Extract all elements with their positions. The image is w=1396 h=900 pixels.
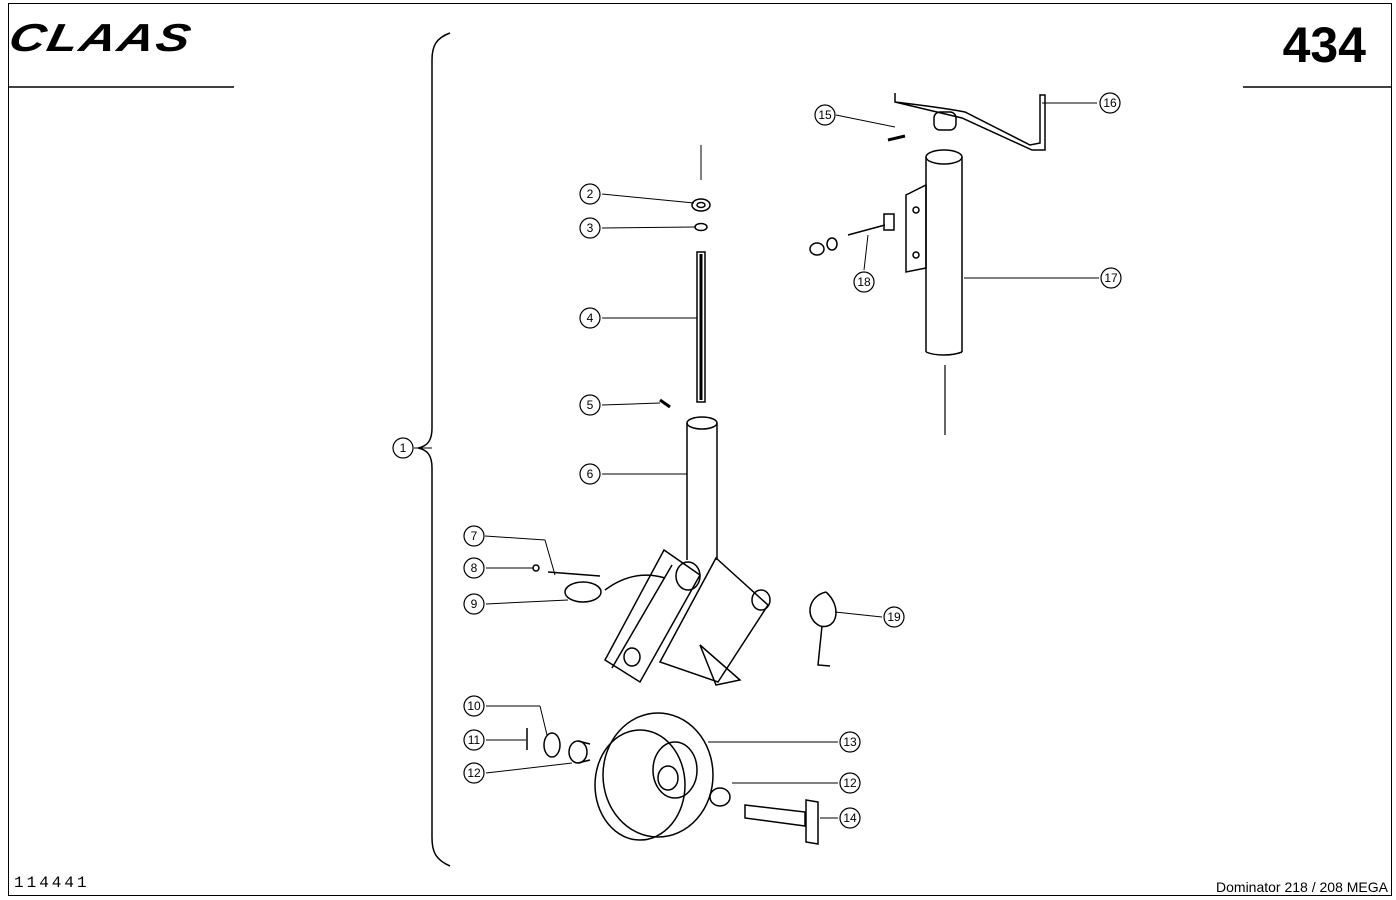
lever-part (894, 93, 1046, 151)
callout-14: 14 (839, 807, 861, 829)
spindle-part (696, 251, 706, 403)
svg-text:6: 6 (587, 467, 594, 481)
svg-text:7: 7 (471, 529, 478, 543)
svg-text:1: 1 (400, 441, 407, 455)
callout-8: 8 (463, 557, 485, 579)
svg-text:10: 10 (467, 699, 481, 713)
svg-text:3: 3 (587, 221, 594, 235)
callout-18: 18 (853, 271, 875, 293)
model-name: Dominator 218 / 208 MEGA (1216, 879, 1388, 895)
svg-text:2: 2 (587, 187, 594, 201)
document-number: 114441 (14, 874, 90, 892)
callout-1: 1 (392, 437, 414, 459)
svg-text:12: 12 (843, 776, 857, 790)
bolt-part (809, 213, 895, 256)
svg-text:4: 4 (587, 311, 594, 325)
sheet-border (8, 3, 1392, 896)
svg-text:11: 11 (468, 733, 481, 747)
callout-15: 15 (814, 104, 836, 126)
svg-text:8: 8 (471, 561, 478, 575)
svg-text:19: 19 (887, 610, 901, 624)
torsion-spring-part (809, 591, 837, 667)
svg-text:13: 13 (843, 735, 857, 749)
callout-17: 17 (1100, 267, 1122, 289)
callout-5: 5 (579, 394, 601, 416)
page-number: 434 (1282, 17, 1366, 73)
callout-2: 2 (579, 183, 601, 205)
svg-text:16: 16 (1103, 96, 1117, 110)
jack-stand-part (604, 416, 771, 686)
svg-text:14: 14 (843, 811, 857, 825)
callout-3: 3 (579, 217, 601, 239)
axle-pin-part (744, 799, 819, 845)
callout-7: 7 (463, 525, 485, 547)
pin-part (659, 398, 671, 409)
nut-part (691, 198, 711, 212)
svg-text:5: 5 (587, 398, 594, 412)
svg-text:9: 9 (471, 597, 478, 611)
callout-10: 10 (463, 695, 485, 717)
callout-6: 6 (579, 463, 601, 485)
lever-hub (933, 111, 957, 131)
callouts: 1 2 3 4 5 6 7 8 9 10 11 12 12 13 14 15 1… (392, 92, 1122, 829)
callout-4: 4 (579, 307, 601, 329)
bushing-right-part (709, 787, 731, 807)
svg-text:12: 12 (467, 766, 481, 780)
wheel-part (594, 712, 714, 841)
svg-text:17: 17 (1104, 271, 1118, 285)
callout-11: 11 (463, 729, 485, 751)
svg-text:18: 18 (857, 275, 871, 289)
leader-lines (414, 102, 1099, 819)
callout-9: 9 (463, 593, 485, 615)
callout-19: 19 (883, 606, 905, 628)
svg-text:15: 15 (818, 108, 832, 122)
outer-tube-part (905, 149, 963, 356)
callout-16: 16 (1099, 92, 1121, 114)
callout-12-right: 12 (839, 772, 861, 794)
washer-10-part (543, 732, 561, 758)
callout-12-left: 12 (463, 762, 485, 784)
callout-13: 13 (839, 731, 861, 753)
assembly-brace (417, 32, 451, 867)
pin-15-part (887, 134, 906, 142)
bushing-left-part (568, 740, 591, 764)
washer-part (694, 222, 708, 232)
